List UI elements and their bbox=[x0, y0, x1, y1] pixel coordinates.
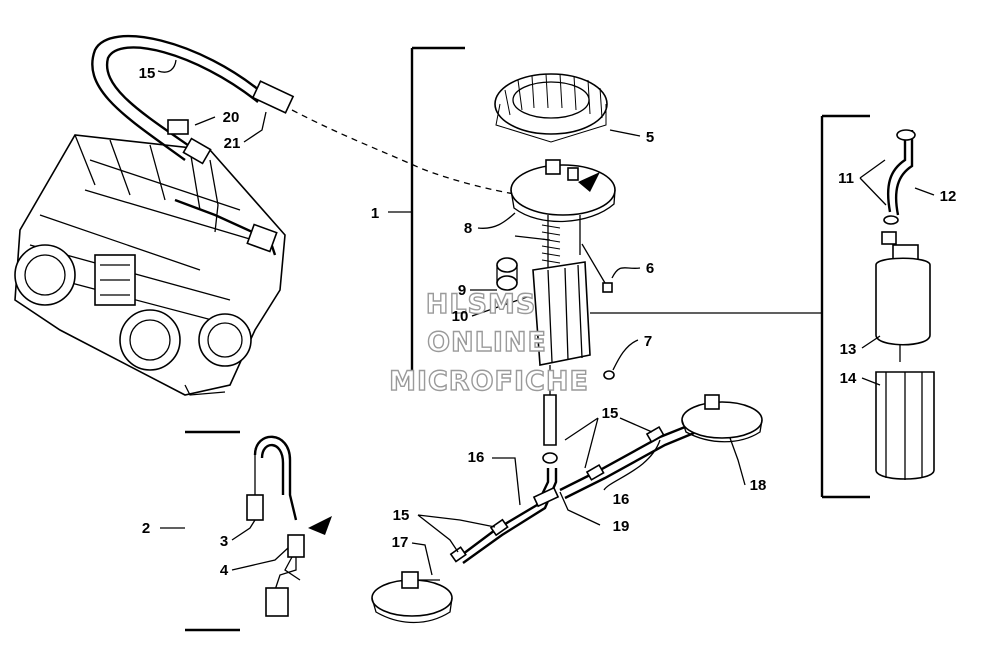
watermark-line-1: HLSMS bbox=[426, 289, 537, 320]
leader-lines bbox=[157, 59, 935, 576]
callout-2: 2 bbox=[142, 520, 150, 537]
callout-10: 10 bbox=[452, 308, 469, 325]
fuel-hose-top-drawing bbox=[91, 34, 521, 233]
callout-15-left: 15 bbox=[393, 507, 410, 524]
callout-8: 8 bbox=[464, 220, 472, 237]
callout-21: 21 bbox=[224, 135, 241, 152]
callout-18: 18 bbox=[750, 477, 767, 494]
watermark-line-3: MICROFICHE bbox=[389, 366, 589, 397]
wire-harness-drawing bbox=[160, 430, 332, 632]
watermark: HLSMS ONLINE MICROFICHE bbox=[388, 288, 589, 397]
callout-16-top: 15 bbox=[139, 65, 156, 82]
callout-6: 6 bbox=[646, 260, 654, 277]
callout-5: 5 bbox=[646, 129, 654, 146]
callout-19: 19 bbox=[613, 518, 630, 535]
callout-14: 14 bbox=[840, 370, 857, 387]
callout-16-center: 16 bbox=[468, 449, 485, 466]
callout-20: 20 bbox=[223, 109, 240, 126]
fuel-pump-module-drawing bbox=[494, 73, 822, 464]
fuel-lines-drawing bbox=[371, 394, 763, 624]
callout-12: 12 bbox=[940, 188, 957, 205]
callout-7: 7 bbox=[644, 333, 652, 350]
callout-11: 11 bbox=[838, 170, 854, 187]
callout-1: 1 bbox=[371, 205, 379, 222]
callout-9: 9 bbox=[458, 282, 466, 299]
pump-detail-box bbox=[820, 114, 935, 499]
watermark-line-2: ONLINE bbox=[427, 327, 547, 358]
callout-4: 4 bbox=[220, 562, 229, 579]
bracket-1 bbox=[388, 46, 465, 370]
callout-13: 13 bbox=[840, 341, 857, 358]
callout-15-right: 15 bbox=[602, 405, 619, 422]
callout-16-right: 16 bbox=[613, 491, 630, 508]
carburetor-assembly-drawing bbox=[14, 134, 286, 396]
callout-3: 3 bbox=[220, 533, 228, 550]
callout-labels: 15 20 21 5 1 8 6 9 10 7 11 12 13 14 15 1… bbox=[139, 65, 957, 579]
callout-17: 17 bbox=[392, 534, 409, 551]
